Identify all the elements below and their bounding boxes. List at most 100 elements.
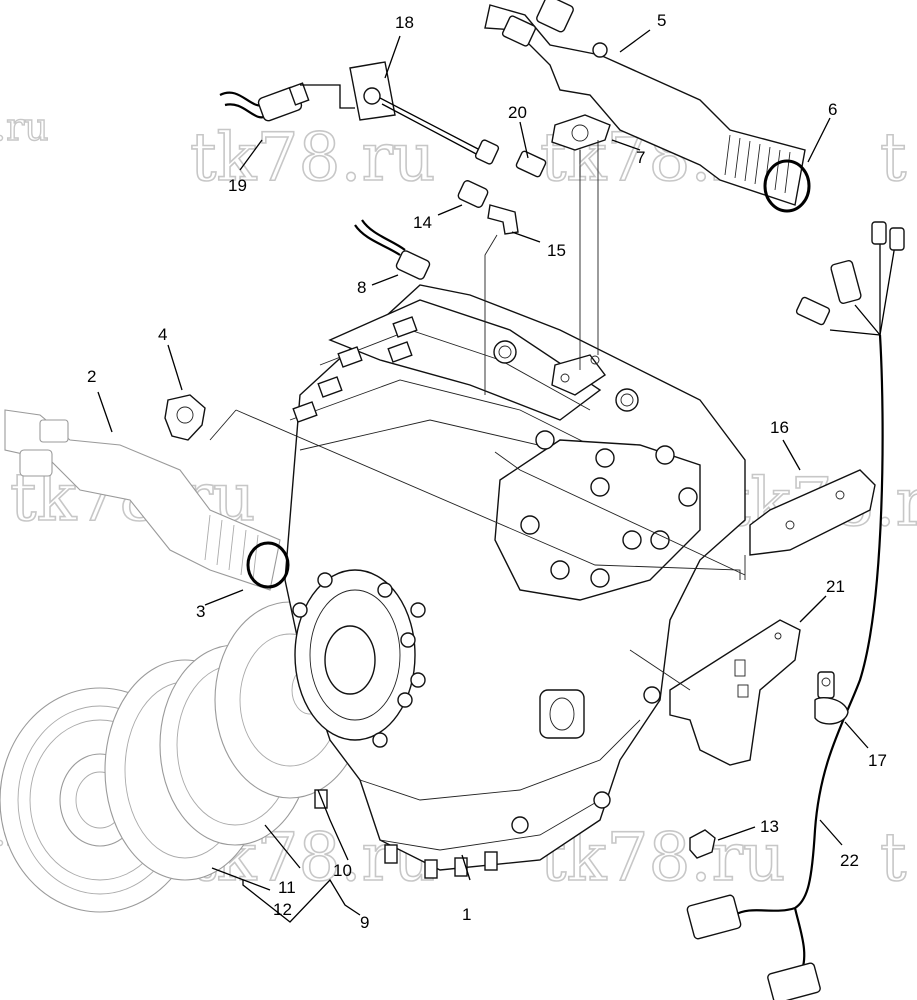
screw-13-head xyxy=(689,829,716,859)
flange-bolt-3 xyxy=(400,632,416,648)
oil-sight-lens xyxy=(549,697,575,731)
leader-18 xyxy=(384,35,401,79)
clamp-17-loop xyxy=(814,697,849,725)
leader-10 xyxy=(317,789,349,861)
connector-plug-bottom xyxy=(767,962,821,1000)
flange-bolt-2 xyxy=(377,582,393,598)
cover-bolt-1 xyxy=(520,515,540,535)
leader-7 xyxy=(611,139,641,151)
head-bolt-1 xyxy=(337,346,363,368)
discharge-valve-bolt xyxy=(592,42,608,58)
callout-5: 5 xyxy=(657,11,666,30)
cylinder-head-line-2 xyxy=(289,379,641,471)
elbow-guide-line xyxy=(484,234,498,395)
callout-7: 7 xyxy=(636,148,645,167)
flange-bolt-4 xyxy=(397,692,413,708)
reference-line-bracket-21 xyxy=(629,649,691,691)
callout-numbers: 1 2 3 4 5 6 7 8 9 10 11 12 13 14 15 16 1… xyxy=(87,11,887,932)
watermark-fragment-right-top: t xyxy=(880,119,907,196)
flange-bolt-1 xyxy=(317,572,333,588)
base-bolt-4 xyxy=(384,844,398,864)
crankcase-line-2 xyxy=(379,799,601,851)
leader-21 xyxy=(799,595,827,623)
leader-1 xyxy=(461,854,471,881)
reference-line-suction xyxy=(235,409,741,580)
callout-16: 16 xyxy=(770,418,789,437)
callout-10: 10 xyxy=(333,861,352,880)
pad-hole-1 xyxy=(560,373,570,383)
callout-12: 12 xyxy=(273,900,292,919)
suction-valve-cap xyxy=(19,449,53,477)
leader-15 xyxy=(511,231,541,243)
leader-3 xyxy=(204,589,244,606)
head-bolt-2 xyxy=(392,316,418,338)
suction-gasket-hole xyxy=(176,406,194,424)
suction-port-inner xyxy=(498,345,512,359)
side-cover-plate xyxy=(494,439,701,601)
flange-bolt-7 xyxy=(410,672,426,688)
cover-bolt-5 xyxy=(650,530,670,550)
clamp-17-tab xyxy=(817,671,835,699)
callout-17: 17 xyxy=(868,751,887,770)
connector-plug-top xyxy=(830,260,862,304)
capillary-line-b xyxy=(381,103,481,157)
leader-8 xyxy=(371,274,399,286)
callout-2: 2 xyxy=(87,367,96,386)
crankcase-line-1 xyxy=(359,719,641,801)
reference-line-bracket xyxy=(494,451,746,576)
cover-bolt-8 xyxy=(595,448,615,468)
fittings-14-15 xyxy=(457,180,519,395)
bracket-fitting xyxy=(363,87,381,105)
bracket-16-hole-1 xyxy=(785,520,795,530)
cover-bolt-3 xyxy=(590,568,610,588)
bracket-21-hole xyxy=(774,632,782,640)
watermark-fragment-right-bottom: t xyxy=(880,819,907,896)
bracket-21 xyxy=(669,619,801,766)
harness-lead-4 xyxy=(829,329,881,336)
temperature-sensor xyxy=(354,219,431,280)
bracket-16 xyxy=(744,469,876,580)
cover-bolt-4 xyxy=(622,530,642,550)
leader-16 xyxy=(782,439,801,471)
leader-17 xyxy=(844,721,869,749)
callout-18: 18 xyxy=(395,13,414,32)
terminal-3 xyxy=(795,296,831,326)
callout-20: 20 xyxy=(508,103,527,122)
sensor-wire-1 xyxy=(354,224,401,256)
callout-11: 11 xyxy=(278,878,296,897)
side-cover-bolts xyxy=(520,430,698,588)
leader-22 xyxy=(819,819,843,846)
terminal-2 xyxy=(889,227,905,251)
bracket-21-plate xyxy=(669,619,801,766)
wiring-harness xyxy=(686,221,905,1000)
discharge-port-inner xyxy=(620,393,634,407)
callout-13: 13 xyxy=(760,817,779,836)
leader-9 xyxy=(242,878,361,923)
callout-3: 3 xyxy=(196,602,205,621)
discharge-service-valve xyxy=(484,0,811,213)
callout-21: 21 xyxy=(826,577,845,596)
head-bolt-4 xyxy=(317,376,343,398)
leader-5 xyxy=(619,29,651,53)
cover-bolt-6 xyxy=(678,487,698,507)
temp-sensor-body xyxy=(395,250,431,280)
suction-o-ring xyxy=(246,541,290,589)
callout-14: 14 xyxy=(413,213,432,232)
callout-6: 6 xyxy=(828,100,837,119)
leader-2 xyxy=(97,391,113,433)
harness-branch-left xyxy=(734,906,796,916)
flange-bolt-5 xyxy=(372,732,388,748)
reference-line-suction-2 xyxy=(209,409,237,441)
cover-bolt-10 xyxy=(535,430,555,450)
suction-gasket xyxy=(164,394,206,441)
leader-20 xyxy=(519,121,529,159)
pad-hole-2 xyxy=(590,355,600,365)
discharge-o-ring xyxy=(763,159,811,213)
callout-4: 4 xyxy=(158,325,167,344)
suction-port xyxy=(493,340,517,364)
harness-lead-2 xyxy=(879,244,896,336)
bracket-21-slot-2 xyxy=(737,684,749,698)
suction-valve-body xyxy=(4,409,281,591)
discharge-port xyxy=(615,388,639,412)
